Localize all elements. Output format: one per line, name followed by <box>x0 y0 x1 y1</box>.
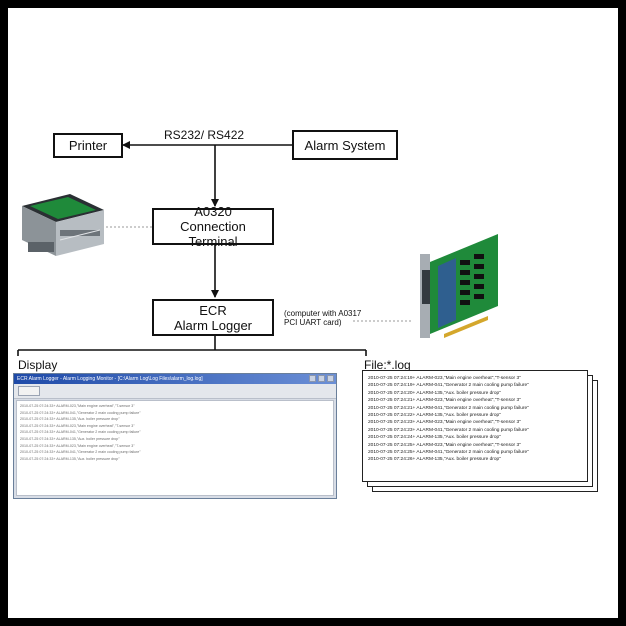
computer-note: (computer with A0317 PCI UART card) <box>284 309 361 327</box>
display-log-row: 2010-07-25 07:24:33+ ALARM-023,"Main eng… <box>20 404 135 408</box>
terminal-block-image <box>22 194 104 256</box>
alarm-system-label: Alarm System <box>304 137 386 153</box>
log-file-line: 2010-07-25 07:24:19+ ALARM-023,"Main eng… <box>368 376 521 381</box>
log-file-line: 2010-07-25 07:24:23+ ALARM-041,"Generato… <box>368 427 529 433</box>
display-log-row: 2010-07-25 07:24:33+ ALARM-135,"Aux. boi… <box>20 436 120 441</box>
logger-node: ECR Alarm Logger <box>152 299 274 336</box>
log-file-line: 2010-07-25 07:24:23+ ALARM-023,"Main eng… <box>368 420 521 426</box>
close-icon[interactable] <box>327 375 334 382</box>
log-file-line: 2010-07-25 07:24:26+ ALARM-135,"Aux. boi… <box>368 457 501 463</box>
diagram-canvas: Printer Alarm System RS232/ RS422 A0320 … <box>8 8 618 618</box>
log-file-line: 2010-07-25 07:24:25+ ALARM-023,"Main eng… <box>368 442 521 448</box>
log-file-line: 2010-07-25 07:24:22+ ALARM-135,"Aux. boi… <box>368 413 501 419</box>
log-file-line: 2010-07-25 07:24:21+ ALARM-023,"Main eng… <box>368 398 521 404</box>
log-file-page: 2010-07-25 07:24:19+ ALARM-023,"Main eng… <box>362 370 588 482</box>
display-log-row: 2010-07-25 07:24:33+ ALARM-041,"Generato… <box>20 410 141 415</box>
display-label: Display <box>18 358 58 372</box>
display-log-row: 2010-07-25 07:24:33+ ALARM-041,"Generato… <box>20 430 141 435</box>
terminal-label-line1: A0320 <box>194 204 232 219</box>
display-log-row: 2010-07-25 07:24:33+ ALARM-023,"Main eng… <box>20 443 135 448</box>
maximize-icon[interactable] <box>318 375 325 382</box>
display-window-title: ECR Alarm Logger - Alarm Logging Monitor… <box>17 376 203 382</box>
display-window-toolbar <box>14 384 336 399</box>
computer-note-line1: (computer with A0317 <box>284 309 362 318</box>
log-file-line: 2010-07-25 07:24:24+ ALARM-135,"Aux. boi… <box>368 435 501 441</box>
display-window: ECR Alarm Logger - Alarm Logging Monitor… <box>13 373 337 499</box>
log-file-line: 2010-07-25 07:24:21+ ALARM-041,"Generato… <box>368 405 529 411</box>
log-file-line: 2010-07-25 07:24:20+ ALARM-135,"Aux. boi… <box>368 390 501 396</box>
connector-lines <box>17 141 498 356</box>
link-label: RS232/ RS422 <box>164 128 245 142</box>
terminal-label-line2: Connection Terminal <box>180 219 246 249</box>
pci-card-image <box>420 234 498 338</box>
display-log-list: 2010-07-25 07:24:33+ ALARM-023,"Main eng… <box>16 400 334 496</box>
minimize-icon[interactable] <box>309 375 316 382</box>
printer-label: Printer <box>68 138 108 153</box>
display-window-titlebar: ECR Alarm Logger - Alarm Logging Monitor… <box>14 374 336 384</box>
display-log-row: 2010-07-25 07:24:33+ ALARM-041,"Generato… <box>20 450 141 455</box>
log-file-line: 2010-07-25 07:24:19+ ALARM-041,"Generato… <box>368 383 529 389</box>
printer-node: Printer <box>53 133 123 158</box>
display-log-row: 2010-07-25 07:24:33+ ALARM-135,"Aux. boi… <box>20 456 120 461</box>
logger-label-line2: Alarm Logger <box>173 317 253 333</box>
file-label: File:*.log <box>364 358 411 372</box>
toolbar-button[interactable] <box>18 386 40 396</box>
logger-label-line1: ECR <box>199 302 227 318</box>
display-log-row: 2010-07-25 07:24:33+ ALARM-023,"Main eng… <box>20 423 135 428</box>
alarm-system-node: Alarm System <box>292 130 398 160</box>
terminal-node: A0320 Connection Terminal <box>152 204 274 249</box>
display-log-row: 2010-07-25 07:24:33+ ALARM-135,"Aux. boi… <box>20 417 120 422</box>
computer-note-line2: PCI UART card) <box>284 318 342 327</box>
log-file-line: 2010-07-25 07:24:25+ ALARM-041,"Generato… <box>368 450 529 456</box>
